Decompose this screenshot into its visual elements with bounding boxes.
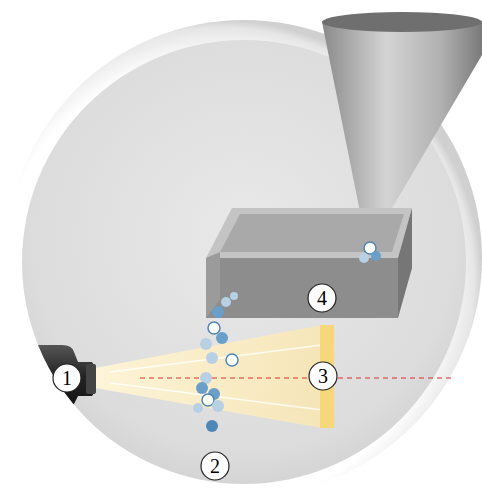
camera-lens bbox=[86, 364, 96, 394]
tray-front bbox=[206, 258, 398, 318]
tray-top bbox=[206, 208, 412, 258]
outer-ring bbox=[6, 20, 482, 495]
tray-side bbox=[398, 208, 412, 318]
sensing-line bbox=[140, 377, 455, 378]
light-beam bbox=[95, 325, 322, 428]
callout-number: 2 bbox=[210, 456, 220, 476]
particles bbox=[193, 242, 381, 432]
callout-number: 3 bbox=[318, 366, 328, 386]
hopper bbox=[322, 22, 482, 232]
beam-ray bbox=[110, 345, 322, 372]
callout-circles bbox=[53, 284, 337, 480]
hopper-rim bbox=[322, 12, 482, 32]
camera bbox=[0, 345, 96, 410]
callout-number: 1 bbox=[62, 368, 72, 388]
callout-number: 4 bbox=[317, 288, 327, 308]
